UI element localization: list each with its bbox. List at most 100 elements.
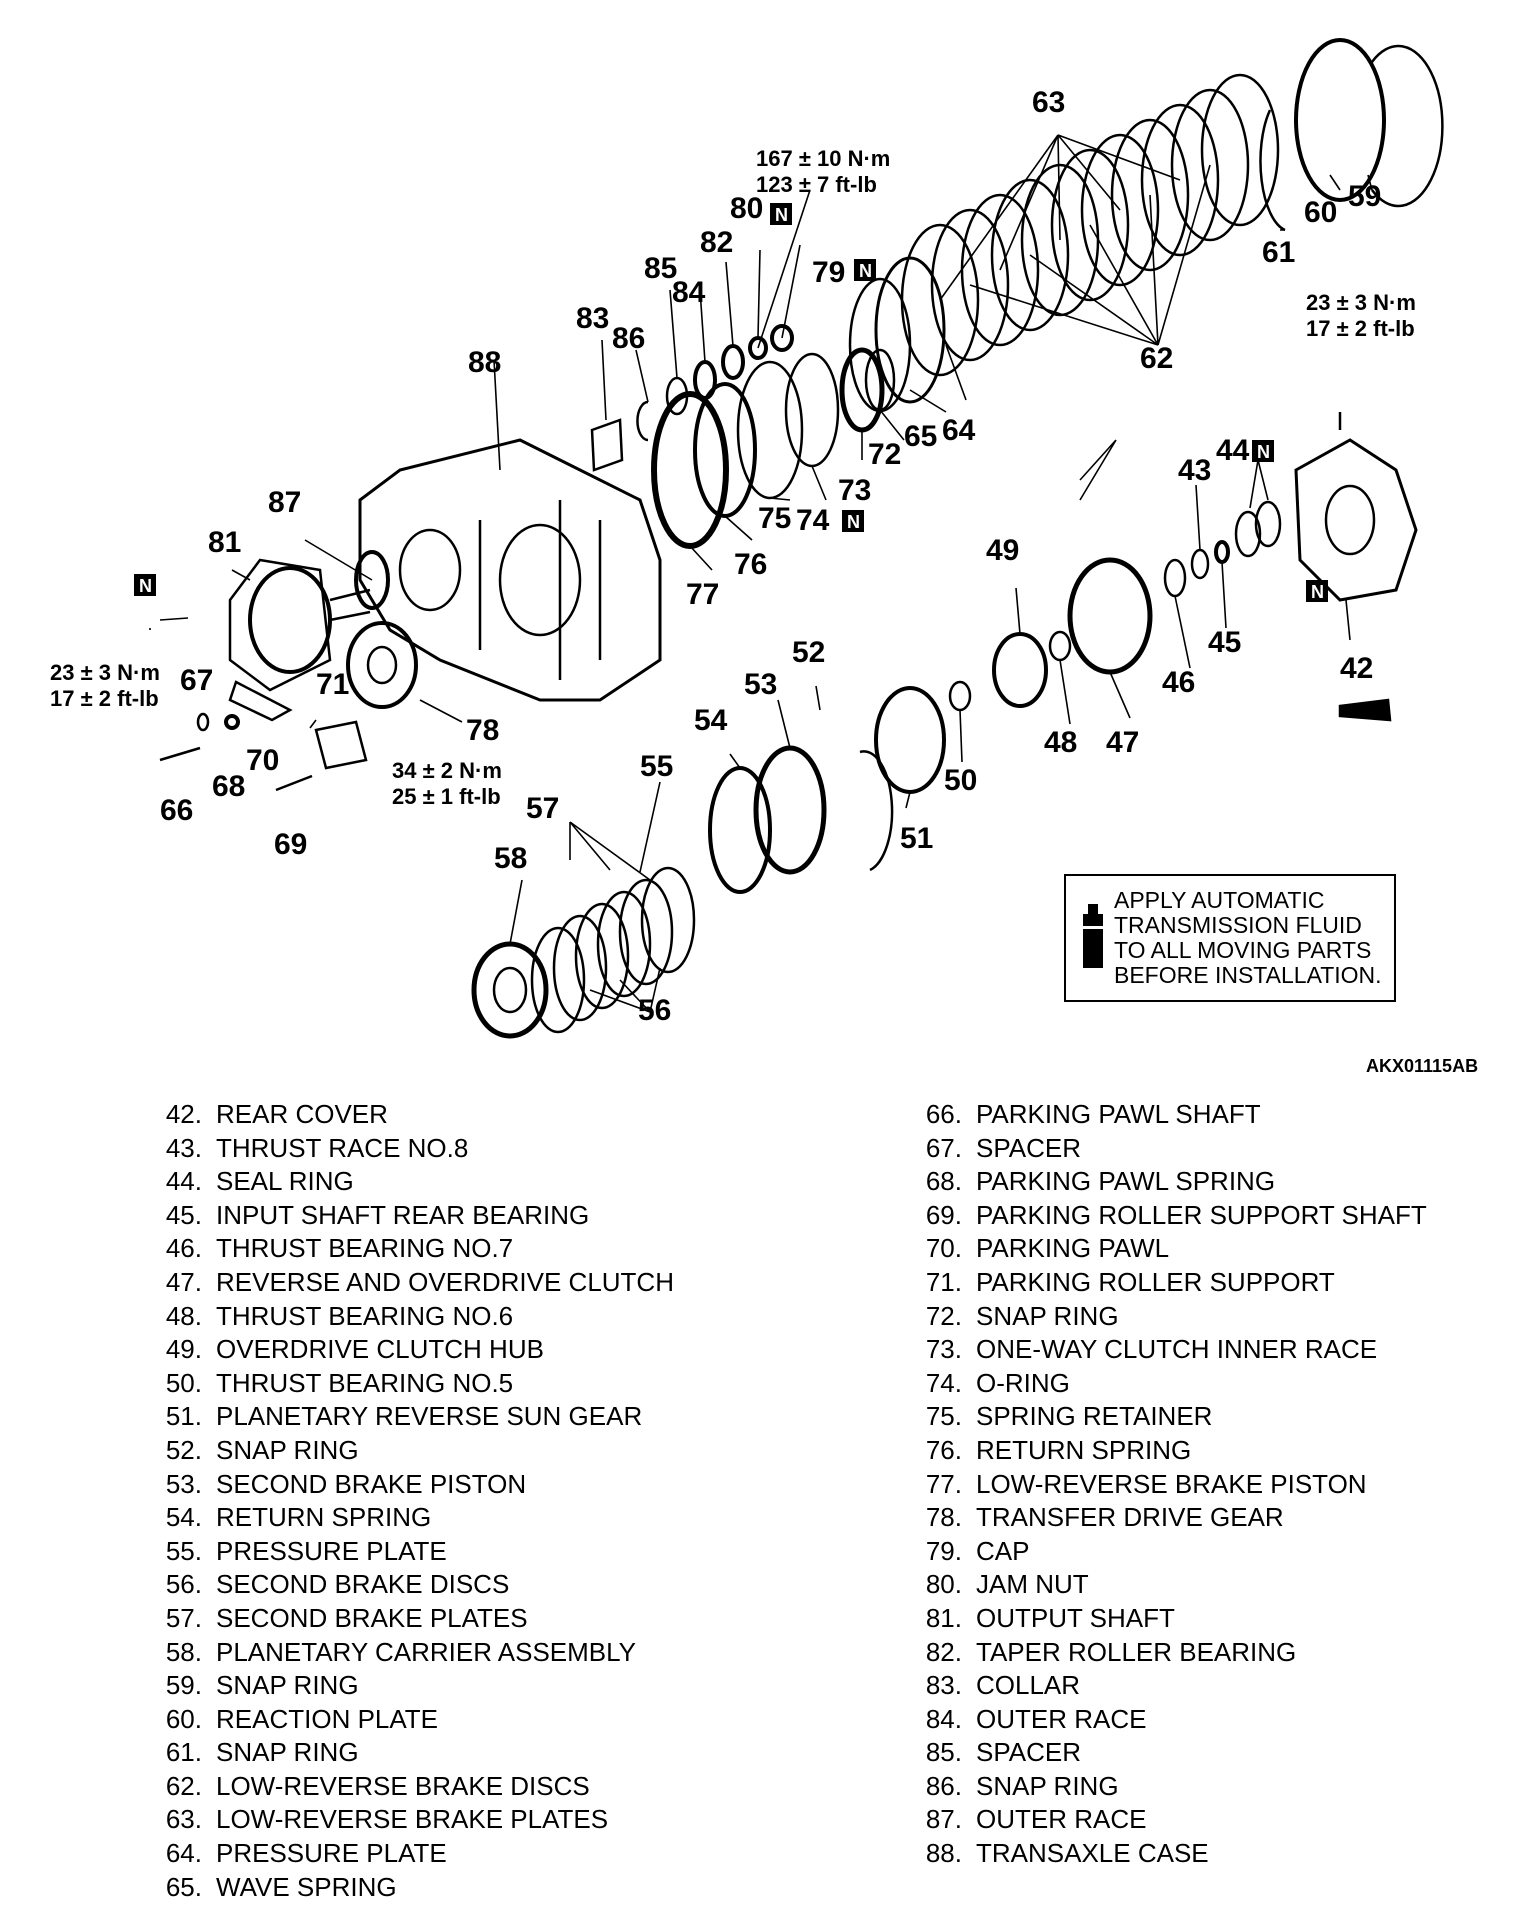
legend-item: 57. SECOND BRAKE PLATES	[140, 1602, 674, 1636]
torque-81-nm: 23 ± 3 N·m	[50, 660, 160, 685]
legend-item-number: 72.	[925, 1300, 962, 1331]
badge-81-bolt: N	[139, 576, 152, 596]
legend-item: 76. RETURN SPRING	[900, 1434, 1427, 1468]
thrust-bearing-50-shape	[948, 680, 972, 712]
return-spring-54-shape	[708, 766, 772, 894]
rear-cover-bore-shape	[1324, 484, 1376, 556]
legend-item-name: TRANSAXLE CASE	[976, 1838, 1209, 1869]
callout-85: 85	[644, 252, 677, 285]
figure-id: AKX01115AB	[1366, 1056, 1479, 1076]
callout-69: 69	[274, 828, 307, 861]
legend-item-number: 50.	[165, 1367, 202, 1398]
exploded-view-diagram: 42 43 44 45 46 47 48 49 50 51 52 53 54 5…	[50, 38, 1444, 1039]
clutch-47-shape	[1067, 557, 1153, 675]
legend-item-number: 57.	[165, 1602, 202, 1633]
legend-item-name: RETURN SPRING	[976, 1434, 1192, 1465]
callout-77: 77	[686, 578, 719, 611]
legend-item-name: RETURN SPRING	[216, 1502, 432, 1533]
legend-item-name: LOW-REVERSE BRAKE DISCS	[216, 1770, 590, 1801]
legend-item-number: 74.	[925, 1367, 962, 1398]
legend-item-name: PARKING PAWL SHAFT	[976, 1099, 1261, 1129]
legend-item-number: 80.	[925, 1569, 962, 1600]
outer-race-84-shape	[693, 360, 717, 400]
legend-item: 77.LOW-REVERSE BRAKE PISTON	[900, 1468, 1427, 1502]
legend-item: 60.REACTION PLATE	[140, 1703, 674, 1737]
piston-53-shape	[753, 745, 827, 875]
output-shaft-body-shape	[228, 558, 332, 692]
parking-pawl-70-shape	[228, 680, 293, 722]
legend-item: 80.JAM NUT	[900, 1568, 1427, 1602]
legend-item: 61.SNAP RING	[140, 1736, 674, 1770]
legend-item-number: 51.	[165, 1401, 202, 1432]
legend-item-number: 55.	[165, 1535, 202, 1566]
callout-46: 46	[1162, 666, 1195, 699]
cap-79-shape	[770, 324, 794, 352]
torque-specs: 167 ± 10 N·m 123 ± 7 ft-lb 23 ± 3 N·m 17…	[50, 146, 1416, 809]
legend-item: 43.THRUST RACE NO.8	[140, 1132, 674, 1166]
callout-73: 73	[838, 474, 871, 507]
legend-item-name: SECOND BRAKE DISCS	[216, 1569, 510, 1600]
legend-item: 88. TRANSAXLE CASE	[900, 1837, 1427, 1871]
legend-item-number: 68.	[925, 1166, 962, 1197]
case-bore-shape	[398, 528, 462, 612]
legend-item-name: O-RING	[976, 1367, 1070, 1398]
callout-83: 83	[576, 302, 609, 335]
legend-item: 71.PARKING ROLLER SUPPORT	[900, 1266, 1427, 1300]
legend-item-number: 56.	[165, 1569, 202, 1600]
legend-item-number: 76.	[925, 1434, 962, 1465]
legend-item-number: 70.	[925, 1233, 962, 1264]
callout-87: 87	[268, 486, 301, 519]
legend-item: 56. SECOND BRAKE DISCS	[140, 1568, 674, 1602]
callout-53: 53	[744, 668, 777, 701]
legend-item: 42.REAR COVER	[140, 1098, 674, 1132]
callout-60: 60	[1304, 196, 1337, 229]
legend-item-name: SECOND BRAKE PLATES	[216, 1602, 528, 1633]
spacer-67-shape	[196, 712, 210, 732]
callout-65: 65	[904, 420, 937, 453]
legend-item-number: 61.	[165, 1737, 202, 1768]
reaction-plate-shape	[1294, 38, 1386, 202]
legend-item-name: OVERDRIVE CLUTCH HUB	[216, 1334, 544, 1365]
transfer-gear-shape	[346, 621, 418, 709]
legend-item: 52. SNAP RING	[140, 1434, 674, 1468]
callout-61: 61	[1262, 236, 1295, 269]
legend-item-name: PRESSURE PLATE	[216, 1535, 447, 1566]
legend-item-number: 86.	[925, 1770, 962, 1801]
legend-item-name: SNAP RING	[216, 1434, 359, 1465]
legend-item: 68.PARKING PAWL SPRING	[900, 1165, 1427, 1199]
legend-item: 66.PARKING PAWL SHAFT	[900, 1098, 1427, 1132]
legend-item: 53.SECOND BRAKE PISTON	[140, 1468, 674, 1502]
bearing-82-shape	[721, 344, 745, 380]
legend-item-name: PARKING ROLLER SUPPORT SHAFT	[976, 1199, 1427, 1230]
legend-item: 51. PLANETARY REVERSE SUN GEAR	[140, 1400, 674, 1434]
legend-item-number: 52.	[165, 1434, 202, 1465]
output-shaft-stem-shape	[329, 588, 371, 622]
case-bore2-shape	[498, 523, 582, 637]
callout-68: 68	[212, 770, 245, 803]
thrust-bearing-48-shape	[1048, 630, 1072, 662]
callout-48: 48	[1044, 726, 1077, 759]
legend-item: 50. THRUST BEARING NO.5	[140, 1367, 674, 1401]
piston-77-shape	[651, 391, 729, 549]
callout-55: 55	[640, 750, 673, 783]
leader-lines	[149, 134, 1373, 1013]
atf-tube-icon	[1338, 698, 1392, 722]
callout-42: 42	[1340, 652, 1373, 685]
badge-42-bolt: N	[1311, 582, 1324, 602]
legend-item-number: 73.	[925, 1334, 962, 1365]
legend-item-name: PLANETARY REVERSE SUN GEAR	[216, 1401, 643, 1432]
roller-support-71-shape	[314, 720, 368, 770]
legend-item-name: THRUST BEARING NO.5	[216, 1367, 514, 1398]
callout-88: 88	[468, 346, 501, 379]
callout-84: 84	[672, 276, 706, 309]
legend-item-number: 63.	[165, 1804, 202, 1835]
bearing-45-shape	[1214, 540, 1230, 564]
legend-item: 62.LOW-REVERSE BRAKE DISCS	[140, 1770, 674, 1804]
torque-42-nm: 23 ± 3 N·m	[1306, 290, 1416, 315]
badge-74: N	[847, 512, 860, 532]
case-ribs-shape	[478, 500, 602, 680]
legend-item: 49.OVERDRIVE CLUTCH HUB	[140, 1333, 674, 1367]
snap-ring-86-shape	[636, 400, 649, 442]
callout-54: 54	[694, 704, 728, 737]
legend-item-number: 88.	[925, 1838, 962, 1869]
